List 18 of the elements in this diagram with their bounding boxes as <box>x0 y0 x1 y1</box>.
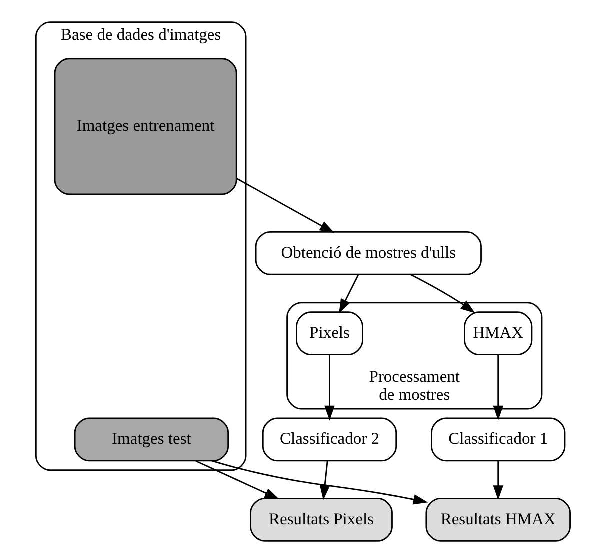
node-box: Classificador 2 <box>262 418 398 462</box>
arrow <box>410 274 476 314</box>
node-box: Imatges test <box>74 418 230 462</box>
node-box: HMAX <box>464 312 533 356</box>
node-box: Imatges entrenament <box>54 58 238 196</box>
arrow <box>320 461 330 500</box>
node-box: Resultats Pixels <box>250 498 393 542</box>
node-box: Resultats HMAX <box>426 498 571 542</box>
node-box: Obtenció de mostres d'ulls <box>255 231 482 276</box>
node-box: Pixels <box>296 312 364 356</box>
arrow <box>236 178 335 234</box>
arrow <box>196 460 280 500</box>
arrow <box>324 355 335 421</box>
arrow <box>493 461 504 500</box>
arrow <box>339 274 360 314</box>
arrow <box>212 460 428 505</box>
node-box: Classificador 1 <box>431 418 566 462</box>
arrow <box>493 355 504 421</box>
